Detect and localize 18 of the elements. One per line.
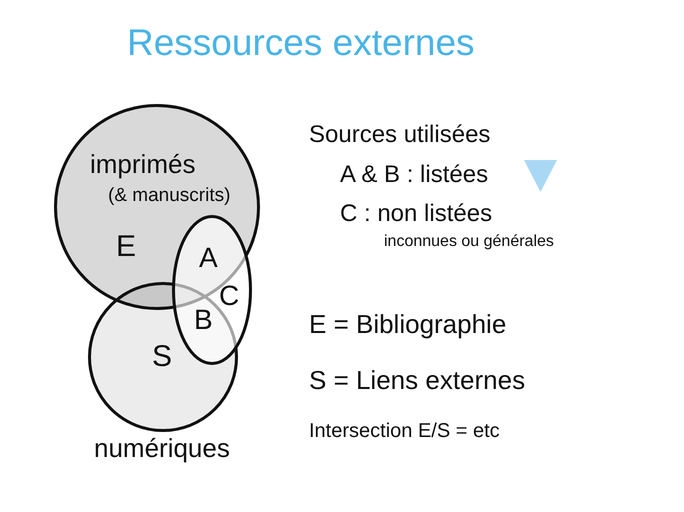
legend-text: A & B : listées — [340, 163, 488, 187]
region-letter: B — [194, 306, 213, 334]
legend-text: C : non listées — [340, 202, 492, 226]
region-letter: C — [219, 282, 240, 310]
set-letter: E — [116, 232, 136, 262]
heading: Sources utilisées — [309, 123, 490, 147]
venn-ellipse — [172, 215, 252, 365]
definition-text: E = Bibliographie — [309, 311, 506, 337]
venn-circle — [54, 104, 260, 310]
set-note: (& manuscrits) — [108, 186, 230, 205]
definition-text: S = Liens externes — [309, 367, 526, 393]
set-letter: S — [152, 342, 172, 372]
legend-note: inconnues ou générales — [384, 234, 554, 250]
definition-text: Intersection E/S = etc — [309, 421, 500, 441]
diagram-title: Ressources externes — [127, 24, 475, 61]
region-letter: A — [199, 244, 218, 272]
set-label: imprimés — [90, 151, 196, 177]
set-label: numériques — [94, 435, 230, 461]
